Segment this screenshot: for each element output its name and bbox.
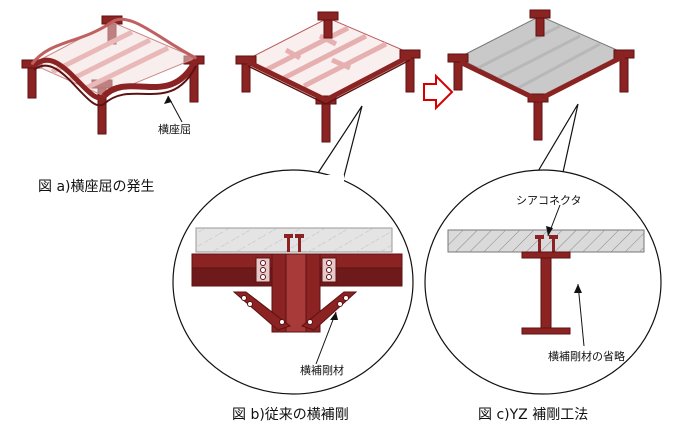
arrow-icon [423,73,454,111]
buckling-label: 横座屈 [158,123,191,136]
bracing-label: 横補剛材 [300,364,344,377]
shear-connector-label: シアコネクタ [516,194,582,207]
bracing-omitted-label: 横補剛材の省略 [548,350,625,363]
frame-c [447,9,635,141]
callout-c [424,103,662,395]
caption-c: 図 c)YZ 補剛工法 [478,407,589,423]
callout-b [172,105,414,395]
frame-a [21,15,205,135]
caption-b: 図 b)従来の横補剛 [232,407,349,423]
caption-a: 図 a)横座屈の発生 [38,179,155,195]
frame-b [235,11,421,143]
